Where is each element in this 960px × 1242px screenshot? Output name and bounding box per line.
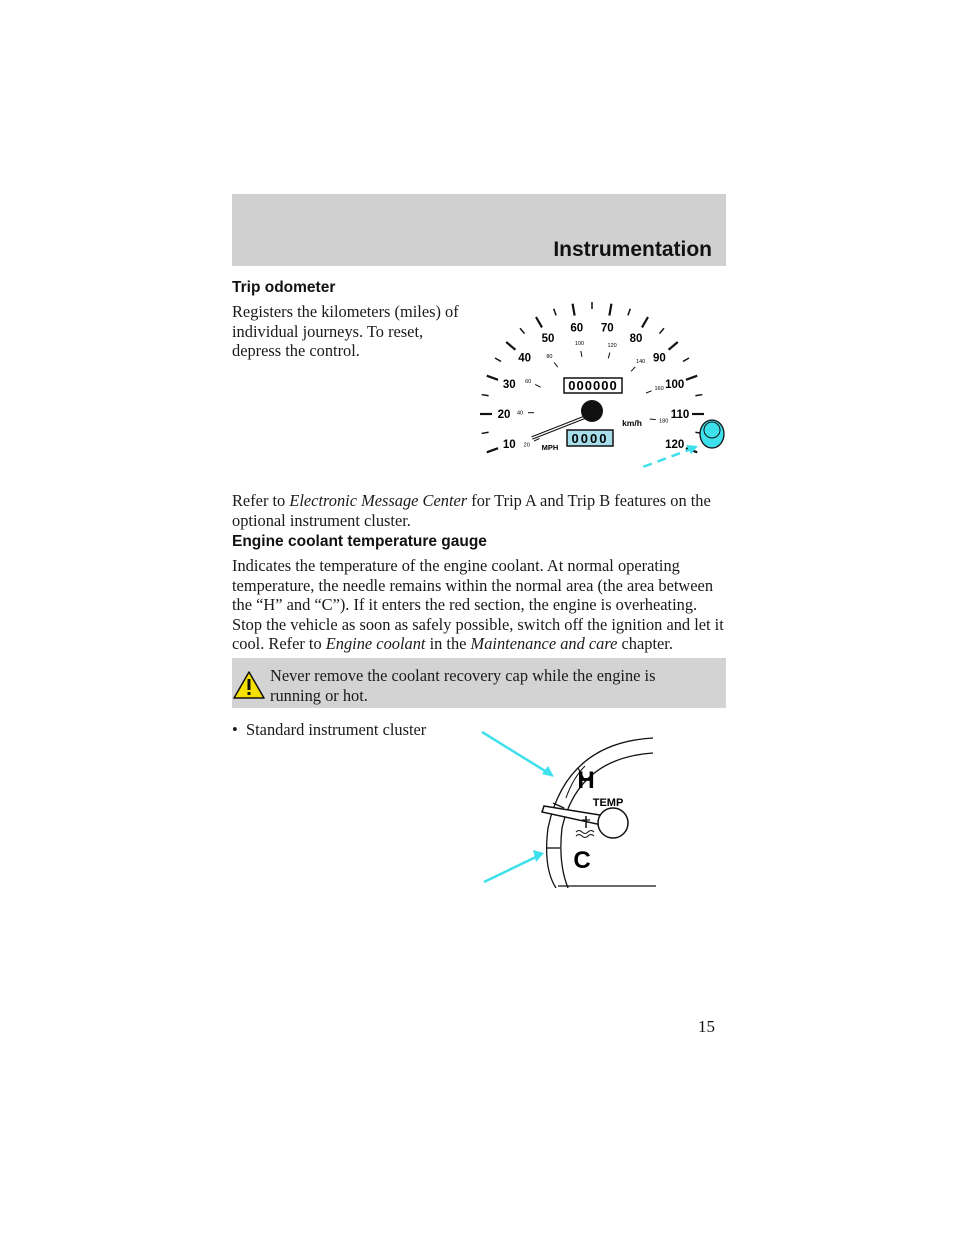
speedometer-major-tick [641,316,649,328]
mph-tick-label: 40 [518,352,531,364]
kmh-tick [607,352,611,359]
refer-prefix: Refer to [232,491,290,510]
kmh-tick-label: 120 [608,343,617,349]
maintenance-link: Maintenance and care [470,634,618,653]
temperature-gauge-illustration: H TEMP C [481,730,656,888]
pointer-arrow-icon [483,854,539,884]
bullet-text: Standard instrument cluster [246,720,427,739]
kmh-tick-label: 140 [636,359,645,365]
trip-odometer-body: Registers the kilometers (miles) of indi… [232,302,464,361]
speedometer-minor-tick [481,393,489,397]
needle-hub [581,400,603,422]
temp-label: TEMP [593,797,624,809]
mph-tick-label: 70 [601,322,614,334]
pointer-arrow-icon [639,446,695,470]
kmh-unit-label: km/h [622,418,642,428]
hot-label: H [577,767,594,794]
kmh-tick-label: 40 [517,410,523,416]
kmh-tick-label: 100 [575,341,584,347]
kmh-tick-label: 60 [525,379,531,385]
mph-tick-label: 110 [671,409,690,421]
speedometer-minor-tick [494,357,502,363]
kmh-tick-label: 160 [655,386,664,392]
mph-unit-label: MPH [542,443,559,452]
warning-box: Never remove the coolant recovery cap wh… [232,658,726,708]
mph-tick-label: 120 [665,439,684,451]
speedometer-minor-tick [519,327,526,335]
trip-odometer-heading: Trip odometer [232,279,336,296]
speedometer-kmh-labels: 20 40 60 80 100 120 140 160 180 [517,341,668,448]
coolant-mid: in the [425,634,471,653]
kmh-tick-label: 80 [546,354,552,360]
list-item: •Standard instrument cluster [232,720,427,739]
speedometer-major-tick [486,374,499,381]
trip-odometer-text: Registers the kilometers (miles) of indi… [232,302,459,360]
coolant-text: Indicates the temperature of the engine … [232,556,724,653]
speedometer-major-tick [486,447,499,454]
kmh-tick [533,438,540,442]
mph-tick-label: 50 [542,333,555,345]
speedometer-minor-tick [682,357,690,363]
kmh-tick [553,362,559,368]
coolant-temperature-icon [575,816,595,838]
kmh-tick [649,418,656,421]
speedometer-minor-tick [695,393,703,397]
speedometer-minor-tick [552,308,557,316]
refer-paragraph: Refer to Electronic Message Center for T… [232,491,726,530]
trip-odometer-display: 0000 [566,429,614,447]
warning-text: Never remove the coolant recovery cap wh… [270,666,656,705]
speedometer-mph-labels: 10 20 30 40 50 60 70 80 90 100 110 120 [498,322,690,451]
speedometer-ticks [480,302,704,454]
mph-tick-label: 60 [570,322,583,334]
coolant-body: Indicates the temperature of the engine … [232,556,726,654]
refer-suffix: for Trip A and Trip B features on the op… [232,491,711,530]
engine-coolant-link: Engine coolant [325,634,426,653]
mph-tick-label: 30 [503,379,516,391]
speedometer-minor-tick [481,431,489,435]
speedometer-major-tick [571,303,576,316]
section-title: Instrumentation [553,238,712,261]
speedometer-major-tick [608,303,613,316]
coolant-heading: Engine coolant temperature gauge [232,533,487,550]
odometer-display: 000000 [563,377,623,394]
mph-tick-label: 20 [498,409,511,421]
kmh-tick-label: 180 [659,418,668,424]
mph-tick-label: 90 [653,352,666,364]
warning-triangle-icon [233,671,265,699]
speedometer-major-tick [667,341,679,351]
refer-link: Electronic Message Center [289,491,468,510]
speedometer-major-tick [505,341,517,351]
kmh-tick-label: 20 [524,442,530,448]
odometer-digits: 000000 [568,378,617,393]
pointer-arrow-icon [481,730,551,776]
speedometer-major-tick [535,316,543,328]
trip-digits: 0000 [572,431,609,446]
page-number: 15 [698,1017,715,1036]
mph-tick-label: 10 [503,439,516,451]
mph-tick-label: 100 [665,379,684,391]
mph-tick-label: 80 [630,333,643,345]
trip-reset-knob-icon [699,419,725,449]
cold-label: C [573,847,590,874]
kmh-tick [580,350,583,357]
coolant-end: chapter. [617,634,673,653]
speedometer-major-tick [685,374,698,381]
speedometer-minor-tick [627,308,632,316]
speedometer-minor-tick [658,327,665,335]
section-header-band: Instrumentation [232,194,726,266]
kmh-tick [630,366,636,372]
kmh-tick [645,390,652,394]
kmh-tick [535,384,541,388]
